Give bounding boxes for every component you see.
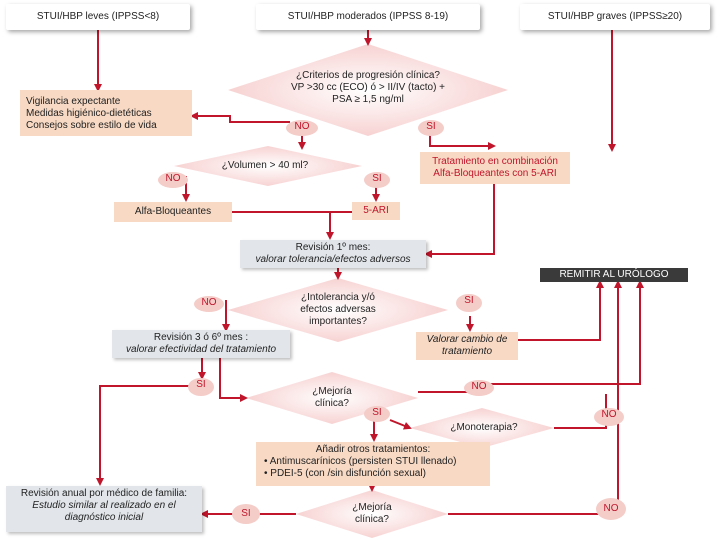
revision36-si-label: SI: [188, 378, 214, 396]
mejoria1-si-label: SI: [364, 406, 390, 422]
otros-item2: • PDEI-5 (con /sin disfunción sexual): [264, 468, 426, 479]
revision36-line1: Revisión 3 ó 6º mes :: [153, 332, 249, 343]
intolerancia-line3: importantes?: [309, 316, 367, 327]
mejoria2-no-label: NO: [596, 498, 626, 520]
header-moderados: STUI/HBP moderados (IPPSS 8-19): [256, 4, 480, 30]
mejoria2-line1: ¿Mejoría: [352, 502, 392, 513]
vigilancia-box: Vigilancia expectante Medidas higiénico-…: [20, 90, 192, 136]
mejoria2-text: ¿Mejoría clínica?: [336, 502, 408, 526]
volumen-si-label: SI: [364, 172, 390, 188]
revision-anual-box: Revisión anual por médico de familia: Es…: [6, 486, 202, 532]
ari-box: 5-ARI: [352, 202, 400, 220]
tratamiento-line1: Tratamiento en combinación: [432, 156, 558, 167]
mejoria1-line2: clínica?: [315, 398, 349, 409]
tratamiento-line2: Alfa-Bloqueantes con 5-ARI: [433, 168, 557, 179]
revision-anual-line3: diagnóstico inicial: [64, 512, 144, 523]
cambio-tratamiento-box: Valorar cambio de tratamiento: [416, 332, 518, 360]
revision36-box: Revisión 3 ó 6º mes : valorar efectivida…: [112, 330, 290, 358]
volumen-text: ¿Volumen > 40 ml?: [221, 160, 309, 171]
monoterapia-no-label: NO: [594, 408, 624, 426]
mejoria2-line2: clínica?: [355, 514, 389, 525]
intolerancia-text: ¿Intolerancia y/ó efectos adversas impor…: [284, 292, 392, 328]
vigilancia-line2: Medidas higiénico-dietéticas: [26, 108, 152, 119]
cambio-line2: tratamiento: [441, 346, 493, 357]
mejoria2-si-label: SI: [232, 504, 260, 524]
criterios-line1: ¿Criterios de progresión clínica?: [296, 70, 440, 81]
vigilancia-line1: Vigilancia expectante: [26, 96, 121, 107]
mejoria1-line1: ¿Mejoría: [312, 386, 352, 397]
criterios-line3: PSA ≥ 1,5 ng/ml: [332, 94, 404, 105]
tratamiento-box: Tratamiento en combinación Alfa-Bloquean…: [420, 152, 570, 184]
remitir-urologo-box: REMITIR AL URÓLOGO: [540, 268, 688, 282]
revision-anual-line1: Revisión anual por médico de familia:: [20, 488, 188, 499]
intolerancia-si-label: SI: [456, 294, 482, 312]
criterios-no-label: NO: [286, 120, 318, 136]
intolerancia-line2: efectos adversas: [300, 304, 376, 315]
monoterapia-text: ¿Monoterapia?: [450, 422, 518, 433]
revision1-box: Revisión 1º mes: valorar tolerancia/efec…: [240, 240, 426, 268]
vigilancia-line3: Consejos sobre estilo de vida: [26, 120, 157, 131]
otros-tratamientos-box: Añadir otros tratamientos: • Antimuscarí…: [256, 442, 490, 486]
intolerancia-line1: ¿Intolerancia y/ó: [301, 292, 375, 303]
criterios-text: ¿Criterios de progresión clínica? VP >30…: [260, 70, 476, 106]
intolerancia-no-label: NO: [194, 296, 224, 312]
otros-title: Añadir otros tratamientos:: [315, 444, 431, 455]
criterios-si-label: SI: [418, 120, 444, 136]
mejoria2-diamond: [296, 490, 448, 538]
revision-anual-line2: Estudio similar al realizado en el: [32, 500, 176, 511]
criterios-line2: VP >30 cc (ECO) ó > II/IV (tacto) +: [290, 82, 446, 93]
revision36-line2: valorar efectividad del tratamiento: [125, 344, 277, 355]
revision1-line2: valorar tolerancia/efectos adversos: [255, 254, 411, 265]
cambio-line1: Valorar cambio de: [426, 334, 508, 345]
header-graves: STUI/HBP graves (IPPSS≥20): [520, 4, 710, 30]
criterios-diamond: [228, 44, 508, 136]
monoterapia-diamond: [410, 408, 554, 448]
revision1-line1: Revisión 1º mes:: [295, 242, 371, 253]
otros-item1: • Antimuscarínicos (persisten STUI llena…: [264, 456, 457, 467]
mejoria1-text: ¿Mejoría clínica?: [296, 386, 368, 410]
header-leves: STUI/HBP leves (IPPSS<8): [6, 4, 190, 30]
intolerancia-diamond: [228, 278, 448, 342]
mejoria1-no-label: NO: [464, 380, 494, 396]
volumen-no-label: NO: [158, 172, 188, 188]
alfa-bloqueantes-box: Alfa-Bloqueantes: [114, 202, 232, 222]
volumen-diamond: [174, 146, 362, 186]
